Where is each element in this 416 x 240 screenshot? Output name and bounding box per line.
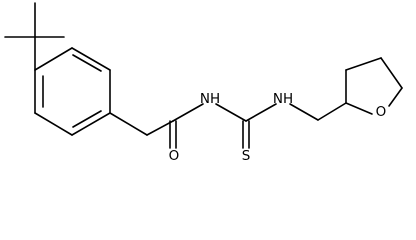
benzene-bond-2 <box>71 47 111 71</box>
bond-skeleton <box>4 2 403 149</box>
benzene-double-bond-b <box>72 110 102 128</box>
amide-oxygen-label: O <box>169 148 180 164</box>
molecular-structure-diagram: O NH S NH O <box>4 2 403 164</box>
thiocarbon-to-nh-bond <box>245 103 277 122</box>
benzene-bond-1 <box>34 47 73 71</box>
benzene-bond-5 <box>34 112 73 136</box>
nh-to-ch2-bond <box>289 103 319 121</box>
carbonyl-carbon-link <box>146 120 174 136</box>
thio-nitrogen-label: NH <box>273 91 293 107</box>
benzene-double-bond-a <box>72 54 102 72</box>
sulfur-label: S <box>242 148 251 164</box>
atom-labels: O NH S NH O <box>169 91 387 164</box>
ring-oxygen-label: O <box>376 104 387 120</box>
thf-bond-3 <box>380 57 403 89</box>
ch2-to-ring-bond <box>317 102 347 121</box>
ring-to-carbonyl-bond <box>109 112 148 136</box>
thf-bond-5 <box>345 102 373 115</box>
amide-nitrogen-label: NH <box>200 91 220 107</box>
thf-bond-2 <box>345 57 382 71</box>
thf-bond-4 <box>388 87 403 107</box>
nh-to-thiocarbon-bond <box>215 103 247 122</box>
benzene-bond-4 <box>71 112 111 136</box>
carbonyl-to-nh-bond <box>172 103 204 122</box>
